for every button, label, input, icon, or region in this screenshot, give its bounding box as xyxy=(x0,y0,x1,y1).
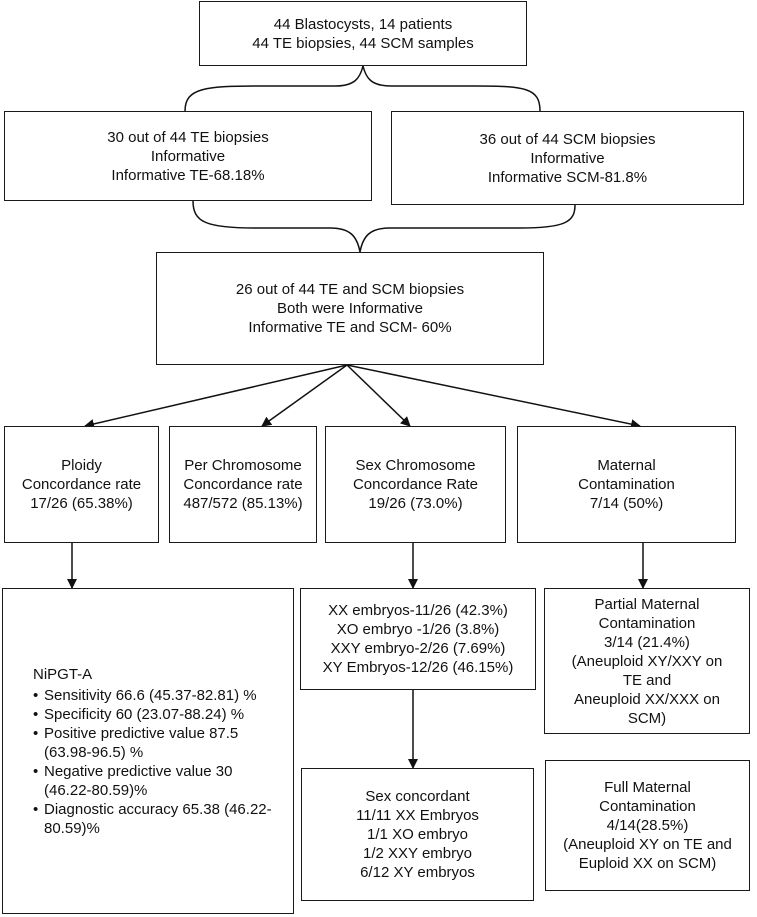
scm-line-3: Informative SCM-81.8% xyxy=(487,168,648,186)
full-contamination-box: Full Maternal Contamination 4/14(28.5%) … xyxy=(545,760,750,891)
te-line-2: Informative xyxy=(150,147,226,165)
full-line-5: Euploid XX on SCM) xyxy=(578,855,717,872)
arrow-to-sex-chromosome xyxy=(346,364,411,427)
sex-concordant-line-1: Sex concordant xyxy=(365,788,470,805)
sex-concordant-line-4: 1/2 XXY embryo xyxy=(363,845,472,862)
maternal-line-1: Maternal xyxy=(597,457,656,474)
partial-line-5: TE and xyxy=(622,671,672,689)
sex-breakdown-box: XX embryos-11/26 (42.3%) XO embryo -1/26… xyxy=(300,588,536,690)
per-chrom-line-2: Concordance rate xyxy=(183,476,303,493)
blastocysts-line-2: 44 TE biopsies, 44 SCM samples xyxy=(252,34,474,52)
te-line-1: 30 out of 44 TE biopsies xyxy=(107,128,269,146)
partial-contamination-box: Partial Maternal Contamination 3/14 (21.… xyxy=(544,588,750,734)
ploidy-line-3: 17/26 (65.38%) xyxy=(30,495,133,512)
te-line-3: Informative TE-68.18% xyxy=(111,166,265,184)
sex-breakdown-line-4: XY Embryos-12/26 (46.15%) xyxy=(322,659,514,676)
nipgt-metric-specificity: Specificity 60 (23.07-88.24) % xyxy=(33,705,278,724)
both-line-2: Both were Informative xyxy=(277,300,423,317)
sex-chrom-line-3: 19/26 (73.0%) xyxy=(368,495,463,512)
nipgt-metrics-list: Sensitivity 66.6 (45.37-82.81) % Specifi… xyxy=(33,686,278,838)
partial-line-4: (Aneuploid XY/XXY on xyxy=(571,652,723,670)
full-line-2: Contamination xyxy=(599,798,696,815)
sex-breakdown-line-1: XX embryos-11/26 (42.3%) xyxy=(328,602,508,619)
scm-line-1: 36 out of 44 SCM biopsies xyxy=(479,130,656,148)
sex-chromosome-box: Sex Chromosome Concordance Rate 19/26 (7… xyxy=(325,426,506,543)
ploidy-line-2: Concordance rate xyxy=(21,476,142,493)
ploidy-line-1: Ploidy xyxy=(61,457,102,474)
sex-breakdown-line-3: XXY embryo-2/26 (7.69%) xyxy=(330,640,506,657)
both-line-1: 26 out of 44 TE and SCM biopsies xyxy=(235,281,465,298)
sex-concordant-line-5: 6/12 XY embryos xyxy=(360,864,475,881)
nipgt-metric-ppv: Positive predictive value 87.5 (63.98-96… xyxy=(33,724,278,762)
arrow-to-per-chromosome xyxy=(261,364,348,427)
sex-concordant-line-3: 1/1 XO embryo xyxy=(367,826,468,843)
blastocysts-line-1: 44 Blastocysts, 14 patients xyxy=(273,15,453,33)
blastocysts-box: 44 Blastocysts, 14 patients 44 TE biopsi… xyxy=(199,1,527,66)
nipgt-metric-npv: Negative predictive value 30 (46.22-80.5… xyxy=(33,762,278,800)
full-line-1: Full Maternal xyxy=(604,779,691,796)
maternal-contamination-box: Maternal Contamination 7/14 (50%) xyxy=(517,426,736,543)
scm-line-2: Informative xyxy=(530,149,605,167)
scm-biopsies-box: 36 out of 44 SCM biopsies Informative In… xyxy=(391,111,744,205)
merge-brace xyxy=(192,200,576,253)
nipgt-metric-sensitivity: Sensitivity 66.6 (45.37-82.81) % xyxy=(33,686,278,705)
ploidy-concordance-box: Ploidy Concordance rate 17/26 (65.38%) xyxy=(4,426,159,543)
maternal-line-2: Contamination xyxy=(578,476,675,493)
per-chrom-line-1: Per Chromosome xyxy=(184,457,302,474)
both-line-3: Informative TE and SCM- 60% xyxy=(248,319,452,336)
sex-chrom-line-1: Sex Chromosome xyxy=(355,457,476,474)
both-informative-box: 26 out of 44 TE and SCM biopsies Both we… xyxy=(156,252,544,365)
partial-line-3: 3/14 (21.4%) xyxy=(604,633,690,651)
top-split-brace xyxy=(184,65,541,112)
nipgt-metric-accuracy: Diagnostic accuracy 65.38 (46.22-80.59)% xyxy=(33,800,278,838)
full-line-4: (Aneuploid XY on TE and xyxy=(563,836,732,853)
partial-line-1: Partial Maternal xyxy=(594,595,700,613)
partial-line-7: SCM) xyxy=(627,709,667,727)
maternal-line-3: 7/14 (50%) xyxy=(589,495,664,512)
nipgt-title: NiPGT-A xyxy=(33,665,93,683)
te-biopsies-box: 30 out of 44 TE biopsies Informative Inf… xyxy=(4,111,372,201)
partial-line-6: Aneuploid XX/XXX on xyxy=(574,690,720,708)
arrow-to-maternal xyxy=(346,364,641,430)
per-chromosome-box: Per Chromosome Concordance rate 487/572 … xyxy=(169,426,317,543)
partial-line-2: Contamination xyxy=(598,614,696,632)
sex-breakdown-line-2: XO embryo -1/26 (3.8%) xyxy=(336,621,500,638)
arrow-to-ploidy xyxy=(84,364,348,429)
sex-concordant-line-2: 11/11 XX Embryos xyxy=(356,807,479,824)
sex-concordant-box: Sex concordant 11/11 XX Embryos 1/1 XO e… xyxy=(301,768,534,901)
nipgt-a-box: NiPGT-A Sensitivity 66.6 (45.37-82.81) %… xyxy=(2,588,294,914)
per-chrom-line-3: 487/572 (85.13%) xyxy=(183,495,303,512)
sex-chrom-line-2: Concordance Rate xyxy=(352,476,479,493)
full-line-3: 4/14(28.5%) xyxy=(606,817,689,834)
